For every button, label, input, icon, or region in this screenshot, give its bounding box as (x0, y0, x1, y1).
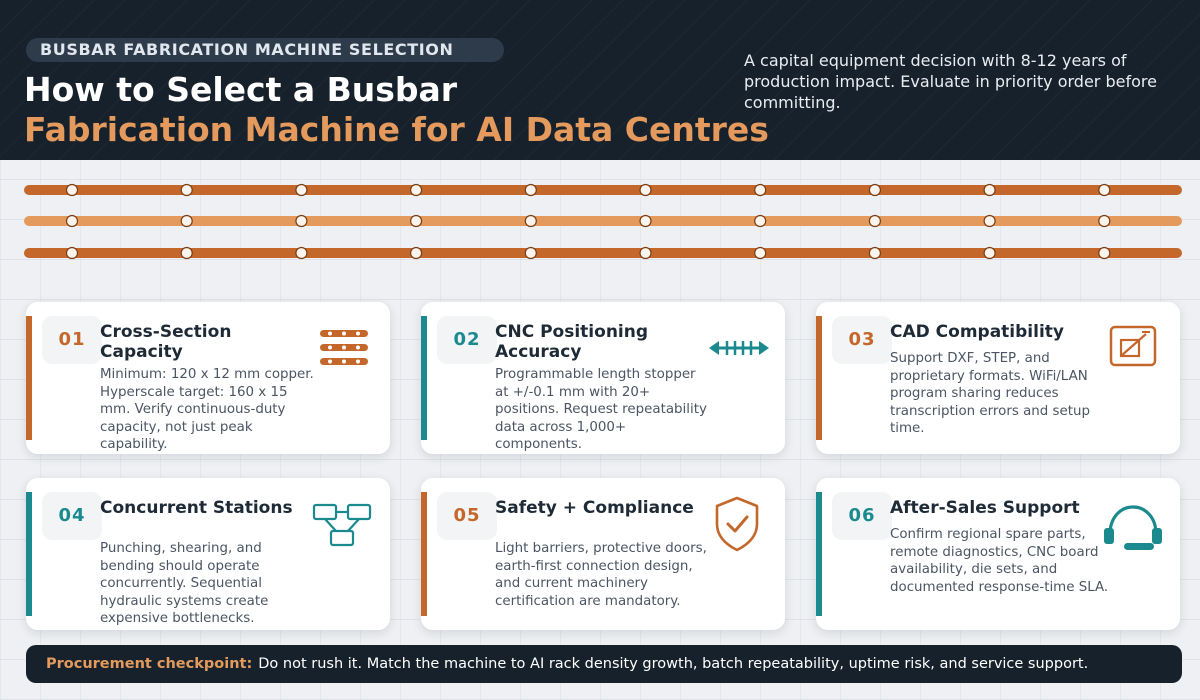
rail-node (754, 246, 767, 260)
card-title: Safety + Compliance (495, 498, 694, 518)
card-accent-bar (26, 316, 32, 440)
rail-node (295, 246, 308, 260)
card-accent-bar (421, 492, 427, 616)
card-accent-bar (816, 316, 822, 440)
rail-node (754, 183, 767, 197)
card-cross-section-capacity: 01 Cross-Section Capacity Minimum: 120 x… (26, 302, 390, 454)
shield-check-icon (715, 496, 759, 552)
card-safety-compliance: 05 Safety + Compliance Light barriers, p… (421, 478, 785, 630)
card-title: CAD Compatibility (890, 322, 1064, 342)
card-accent-bar (26, 492, 32, 616)
procurement-checkpoint-banner: Procurement checkpoint: Do not rush it. M… (26, 645, 1182, 683)
rail-node (410, 183, 423, 197)
header-kicker: BUSBAR FABRICATION MACHINE SELECTION (26, 38, 504, 62)
page-title-line-1: How to Select a Busbar (24, 70, 458, 109)
busbar-rail (24, 185, 1182, 195)
header-banner: BUSBAR FABRICATION MACHINE SELECTION How… (0, 0, 1200, 160)
measurement-arrow-icon (709, 341, 769, 355)
rail-node (295, 183, 308, 197)
card-description: Support DXF, STEP, and proprietary forma… (890, 351, 1090, 437)
rail-node (868, 246, 882, 260)
rail-node (65, 214, 79, 228)
footer-label: Procurement checkpoint: (46, 656, 253, 672)
card-accent-bar (816, 492, 822, 616)
card-number: 03 (832, 316, 892, 364)
cad-drawing-icon (1109, 325, 1157, 367)
page-title-line-2: Fabrication Machine for AI Data Centres (24, 110, 769, 149)
rail-node (1098, 246, 1111, 260)
card-title: Concurrent Stations (100, 498, 293, 518)
card-number: 04 (42, 492, 102, 540)
card-number: 05 (437, 492, 497, 540)
card-title: Cross-Section Capacity (100, 322, 232, 362)
rail-node (295, 214, 308, 228)
card-number: 02 (437, 316, 497, 364)
rail-node (410, 214, 423, 228)
card-description: Confirm regional spare parts, remote dia… (890, 527, 1109, 595)
card-accent-bar (421, 316, 427, 440)
rail-node (65, 183, 79, 197)
card-title: CNC Positioning Accuracy (495, 322, 649, 362)
rail-node (754, 214, 767, 228)
card-description: Minimum: 120 x 12 mm copper. Hyperscale … (100, 367, 314, 453)
rail-node (524, 183, 537, 197)
rail-node (1098, 183, 1111, 197)
busbar-rail (24, 216, 1182, 226)
card-after-sales-support: 06 After-Sales Support Confirm regional … (816, 478, 1180, 630)
rail-node (180, 246, 193, 260)
rail-node (983, 214, 996, 228)
rail-node (983, 183, 996, 197)
card-description: Programmable length stopper at +/-0.1 mm… (495, 367, 707, 453)
headset-icon (1104, 505, 1162, 550)
rail-node (524, 214, 537, 228)
card-description: Light barriers, protective doors, earth-… (495, 541, 707, 609)
rail-node (639, 183, 652, 197)
rail-node (1098, 214, 1111, 228)
rail-node (983, 246, 996, 260)
rail-node (639, 214, 652, 228)
card-number: 06 (832, 492, 892, 540)
busbar-rail (24, 248, 1182, 258)
card-number: 01 (42, 316, 102, 364)
rail-node (65, 246, 79, 260)
rail-node (639, 246, 652, 260)
rail-node (524, 246, 537, 260)
card-cad-compatibility: 03 CAD Compatibility Support DXF, STEP, … (816, 302, 1180, 454)
header-intro: A capital equipment decision with 8-12 y… (744, 51, 1157, 112)
card-concurrent-stations: 04 Concurrent Stations Punching, shearin… (26, 478, 390, 630)
card-cnc-positioning-accuracy: 02 CNC Positioning Accuracy Programmable… (421, 302, 785, 454)
footer-text: Do not rush it. Match the machine to AI … (258, 656, 1089, 672)
rail-node (180, 214, 193, 228)
rail-node (410, 246, 423, 260)
card-title: After-Sales Support (890, 498, 1080, 518)
card-description: Punching, shearing, and bending should o… (100, 541, 269, 627)
rail-node (180, 183, 193, 197)
rail-node (868, 183, 882, 197)
busbar-stack-icon (320, 330, 368, 365)
busbar-rails-illustration (24, 183, 1182, 260)
workflow-nodes-icon (312, 503, 372, 547)
rail-node (868, 214, 882, 228)
